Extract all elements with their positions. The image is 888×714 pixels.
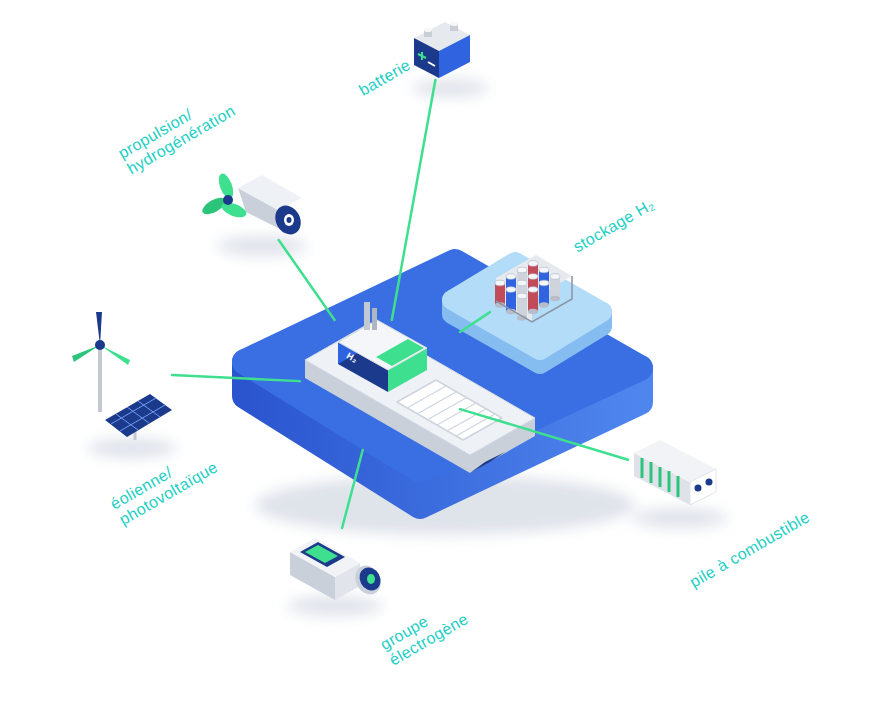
component-label: pile à combustible bbox=[687, 508, 813, 592]
tank-frame bbox=[496, 255, 572, 322]
platform bbox=[245, 262, 640, 506]
fuel-cell-icon bbox=[634, 440, 716, 505]
component-label: groupe électrogène bbox=[377, 586, 486, 670]
hydrogen-tanks bbox=[495, 255, 572, 322]
tank bbox=[550, 274, 560, 302]
generator-icon bbox=[290, 538, 386, 600]
connector-line bbox=[172, 375, 300, 381]
wind-solar-icon bbox=[72, 312, 172, 440]
vessel: H₂ bbox=[300, 320, 460, 450]
tank bbox=[539, 280, 549, 308]
storage-pad bbox=[452, 262, 602, 364]
component-label: stockage H₂ bbox=[570, 195, 658, 256]
shadows bbox=[87, 79, 728, 616]
connector-line bbox=[279, 240, 335, 320]
catamaran bbox=[305, 302, 535, 473]
connector-line bbox=[342, 450, 363, 528]
connector-line bbox=[460, 409, 628, 460]
connector-line bbox=[460, 312, 490, 332]
component-label: batterie bbox=[356, 56, 414, 100]
propulsion-node: propulsion/ hydrogénération bbox=[205, 165, 300, 240]
battery-icon bbox=[414, 22, 470, 78]
storage-node: stockage H₂ bbox=[490, 250, 566, 324]
battery-node: batterie bbox=[410, 18, 472, 80]
connector-line bbox=[392, 80, 436, 320]
tank bbox=[528, 287, 538, 315]
component-label: éolienne/ photovoltaïque bbox=[107, 430, 242, 529]
generator-node: groupe électrogène bbox=[285, 528, 380, 600]
vessel-marking: H₂ bbox=[345, 351, 360, 366]
fuel-cell-node: pile à combustible bbox=[628, 438, 723, 510]
component-label: propulsion/ hydrogénération bbox=[115, 77, 255, 179]
tank-frame-edge bbox=[496, 276, 572, 322]
propeller-motor bbox=[200, 172, 306, 239]
wind-solar-node: éolienne/ photovoltaïque bbox=[72, 300, 172, 445]
